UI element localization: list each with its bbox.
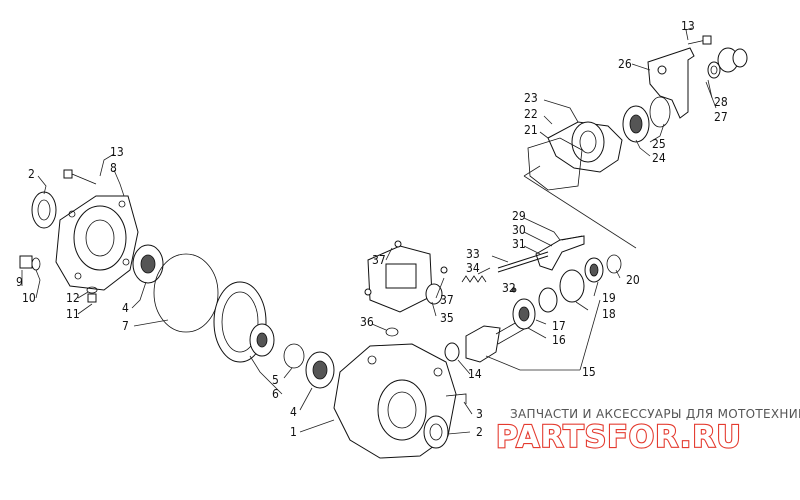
callout-29: 29 [512,209,526,223]
callout-21: 21 [524,123,538,137]
callout-8: 8 [110,161,117,175]
callout-9: 9 [16,275,23,289]
callout-3: 3 [476,407,483,421]
gasket-21 [527,137,583,191]
shift-rod-31 [497,251,549,273]
callout-26: 26 [618,57,632,71]
output-housing-23 [547,121,623,173]
callouts: 13 26 28 27 23 22 21 25 24 13 8 2 29 30 … [16,19,728,439]
callout-18: 18 [602,307,616,321]
callout-16: 16 [552,333,566,347]
watermark-tagline: ЗАПЧАСТИ И АКСЕССУАРЫ ДЛЯ МОТОТЕХНИКИ [510,407,800,421]
callout-4-upper: 4 [122,301,129,315]
callout-20: 20 [626,273,640,287]
bracket-26 [647,47,695,119]
bearing-4-upper [132,244,164,284]
callout-32: 32 [502,281,516,295]
callout-13-top: 13 [681,19,695,33]
spring-34 [461,275,487,283]
callout-5: 5 [272,373,279,387]
callout-23: 23 [524,91,538,105]
callout-10: 10 [22,291,36,305]
drain-plug-9 [19,255,41,271]
bearing-16 [512,298,536,330]
leader-lines [21,27,717,435]
seal-2-left [31,191,57,229]
shift-fork-29 [535,235,585,271]
washer-5 [283,343,305,369]
callout-17: 17 [552,319,566,333]
callout-2-lower: 2 [476,425,483,439]
callout-31: 31 [512,237,526,251]
callout-27: 27 [714,110,728,124]
callout-19: 19 [602,291,616,305]
screw-11-12 [86,286,98,303]
clip-36 [385,327,399,337]
callout-37-right: 37 [440,293,454,307]
callout-12: 12 [66,291,80,305]
callout-22: 22 [524,107,538,121]
callout-25: 25 [652,137,666,151]
callout-15: 15 [582,365,596,379]
spacer-14 [444,342,460,362]
snap-ring-25 [649,96,671,128]
callout-30: 30 [512,223,526,237]
callout-14: 14 [468,367,482,381]
vent-tube-3 [445,393,467,404]
callout-7: 7 [122,319,129,333]
bearing-19 [584,257,604,283]
callout-37-top: 37 [372,253,386,267]
callout-34: 34 [466,261,480,275]
bearing-17 [538,287,558,313]
seal-28-27 [707,47,748,79]
o-ring-7 [153,253,219,333]
callout-6: 6 [272,387,279,401]
callout-13-left: 13 [110,145,124,159]
watermark-logo: PARTSFOR.RU [496,420,742,455]
callout-1: 1 [290,425,297,439]
bearing-24 [622,105,650,143]
ring-gear-6 [213,281,275,363]
watermark: ЗАПЧАСТИ И АКСЕССУАРЫ ДЛЯ МОТОТЕХНИКИ PA… [495,407,800,456]
callout-36: 36 [360,315,374,329]
callout-4-lower: 4 [290,405,297,419]
cover-8 [55,195,139,291]
spacer-18 [559,269,585,303]
callout-24: 24 [652,151,666,165]
callout-33: 33 [466,247,480,261]
callout-11: 11 [66,307,80,321]
bolt-13-top [687,35,712,45]
seal-2-lower [423,415,449,449]
bearing-4-lower [305,351,335,389]
callout-2-left: 2 [28,167,35,181]
callout-35: 35 [440,311,454,325]
callout-28: 28 [714,95,728,109]
bolt-13-left [63,169,97,185]
ring-20 [606,254,622,274]
actuator-35 [364,240,448,313]
